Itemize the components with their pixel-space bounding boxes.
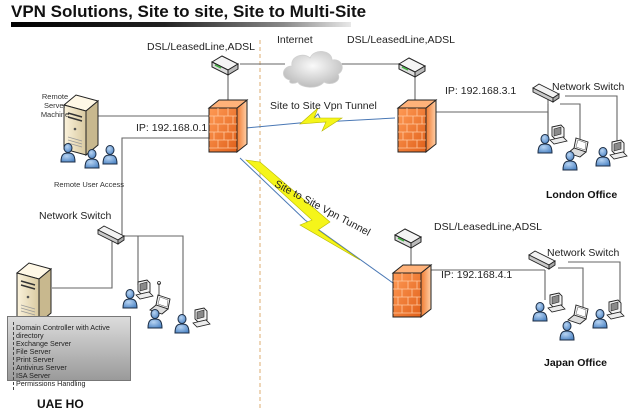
vpn-tunnel-london xyxy=(245,107,396,132)
person-icon xyxy=(122,289,138,309)
server-role: Permissions Handling xyxy=(16,379,86,388)
server-role: Domain Controller with Active directory xyxy=(16,323,110,340)
japan-office-label: Japan Office xyxy=(544,357,608,369)
japan-ip-label: IP: 192.168.4.1 xyxy=(441,269,513,281)
server-role: File Server xyxy=(16,347,51,356)
person-icon xyxy=(592,309,608,329)
person-icon xyxy=(595,147,611,167)
workstation-icon xyxy=(192,307,211,328)
modem-icon xyxy=(394,228,422,249)
wireless-antenna-icon xyxy=(157,281,161,296)
person-icon xyxy=(102,145,118,165)
hq-modem-label: DSL/LeasedLine,ADSL xyxy=(147,41,255,53)
workstation-icon xyxy=(606,299,625,320)
person-icon xyxy=(537,134,553,154)
japan-modem-label: DSL/LeasedLine,ADSL xyxy=(434,221,542,233)
laptop-icon xyxy=(567,304,589,325)
london-modem-label: DSL/LeasedLine,ADSL xyxy=(347,34,455,46)
person-icon xyxy=(559,321,575,341)
uae-ho-label: UAE HO xyxy=(37,397,84,411)
remote-server-label: Remote Server Machine xyxy=(40,92,70,119)
title-underline xyxy=(11,22,351,27)
server-role: Antivirus Server xyxy=(16,363,67,372)
server-icon xyxy=(16,262,52,324)
lightning-icon xyxy=(245,159,361,261)
page-title: VPN Solutions, Site to site, Site to Mul… xyxy=(11,2,367,21)
tunnel-london-label: Site to Site Vpn Tunnel xyxy=(270,100,377,112)
switch-icon xyxy=(97,225,125,245)
cloud-icon xyxy=(283,51,343,88)
workstation-icon xyxy=(547,292,566,313)
hq-switch-label: Network Switch xyxy=(39,210,112,222)
modem-icon xyxy=(398,57,426,78)
hq-ip-label: IP: 192.168.0.1 xyxy=(136,122,208,134)
server-role: ISA Server xyxy=(16,371,51,380)
firewall-icon xyxy=(392,264,432,318)
workstation-icon xyxy=(609,139,628,160)
modem-icon xyxy=(211,55,239,76)
server-role: Exchange Server xyxy=(16,339,72,348)
internet-label: Internet xyxy=(277,34,313,46)
hq-server-roles-box: Domain Controller with Active directory … xyxy=(7,316,131,388)
workstation-icon xyxy=(135,279,154,300)
workstation-icon xyxy=(549,124,568,145)
lightning-icon xyxy=(299,107,344,132)
japan-switch-label: Network Switch xyxy=(547,247,620,259)
bracket-line xyxy=(13,322,14,390)
london-switch-label: Network Switch xyxy=(552,81,625,93)
person-icon xyxy=(532,302,548,322)
london-office-label: London Office xyxy=(546,189,618,201)
vpn-tunnel-japan xyxy=(239,157,394,284)
server-role: Print Server xyxy=(16,355,54,364)
remote-user-label: Remote User Access xyxy=(54,180,125,189)
firewall-icon xyxy=(397,99,437,153)
person-icon xyxy=(174,314,190,334)
firewall-icon xyxy=(208,99,248,153)
london-ip-label: IP: 192.168.3.1 xyxy=(445,85,517,97)
